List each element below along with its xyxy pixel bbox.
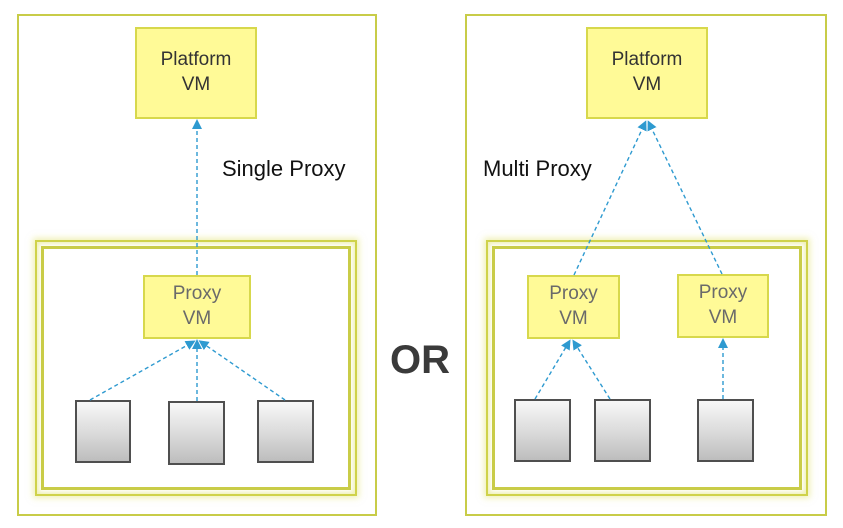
right-host-3 [697, 399, 754, 462]
right-proxy-vm-b-line2: VM [708, 307, 738, 328]
left-platform-vm: Platform VM [135, 27, 257, 119]
right-proxy-vm-a: Proxy VM [527, 275, 620, 339]
left-proxy-group-inner-border [41, 246, 351, 490]
right-host-1 [514, 399, 571, 462]
multi-proxy-caption: Multi Proxy [483, 156, 592, 181]
left-proxy-group [35, 240, 357, 496]
left-host-3 [257, 400, 314, 463]
left-proxy-vm-line2: VM [182, 308, 212, 329]
or-separator: OR [390, 338, 450, 382]
left-proxy-vm: Proxy VM [143, 275, 251, 339]
right-proxy-vm-b-line1: Proxy [698, 282, 748, 304]
right-proxy-vm-a-line2: VM [559, 308, 588, 329]
right-host-2 [594, 399, 651, 462]
right-proxy-group [486, 240, 808, 496]
right-platform-vm-line2: VM [632, 74, 662, 95]
right-proxy-vm-a-line1: Proxy [549, 283, 598, 305]
right-proxy-vm-b: Proxy VM [677, 274, 769, 338]
left-platform-vm-line2: VM [181, 74, 211, 95]
right-platform-vm-line1: Platform [611, 49, 683, 71]
left-platform-vm-line1: Platform [160, 49, 232, 71]
right-platform-vm: Platform VM [586, 27, 708, 119]
single-proxy-caption: Single Proxy [222, 156, 346, 181]
left-proxy-vm-line1: Proxy [172, 283, 222, 305]
left-host-2 [168, 401, 225, 465]
left-host-1 [75, 400, 131, 463]
right-proxy-group-inner-border [492, 246, 802, 490]
